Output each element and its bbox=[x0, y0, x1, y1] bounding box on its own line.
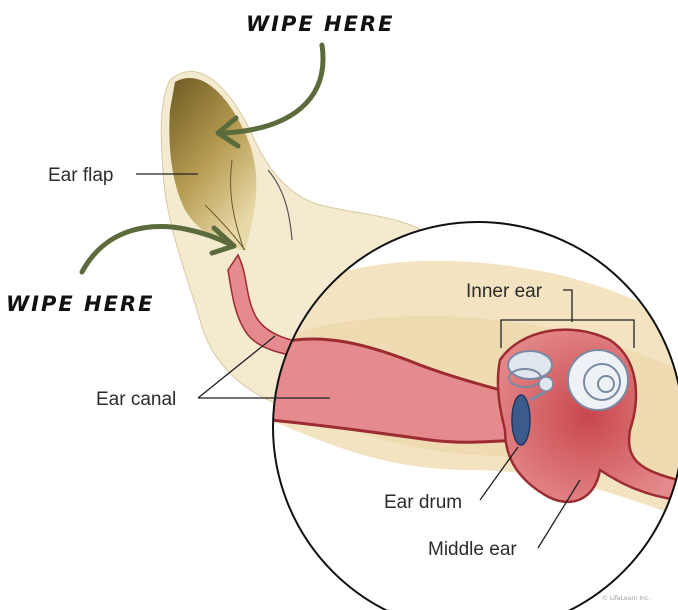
label-ear-canal: Ear canal bbox=[96, 389, 176, 410]
ear-drum bbox=[512, 395, 530, 445]
label-inner-ear: Inner ear bbox=[466, 281, 543, 302]
copyright-notice: © LifeLearn Inc. bbox=[602, 595, 650, 602]
wipe-here-top: WIPE HERE bbox=[246, 12, 394, 36]
label-middle-ear: Middle ear bbox=[428, 539, 517, 560]
wipe-here-left: WIPE HERE bbox=[6, 292, 154, 316]
label-ear-drum: Ear drum bbox=[384, 492, 462, 513]
arrow-top bbox=[218, 45, 323, 146]
label-ear-flap: Ear flap bbox=[48, 165, 113, 186]
